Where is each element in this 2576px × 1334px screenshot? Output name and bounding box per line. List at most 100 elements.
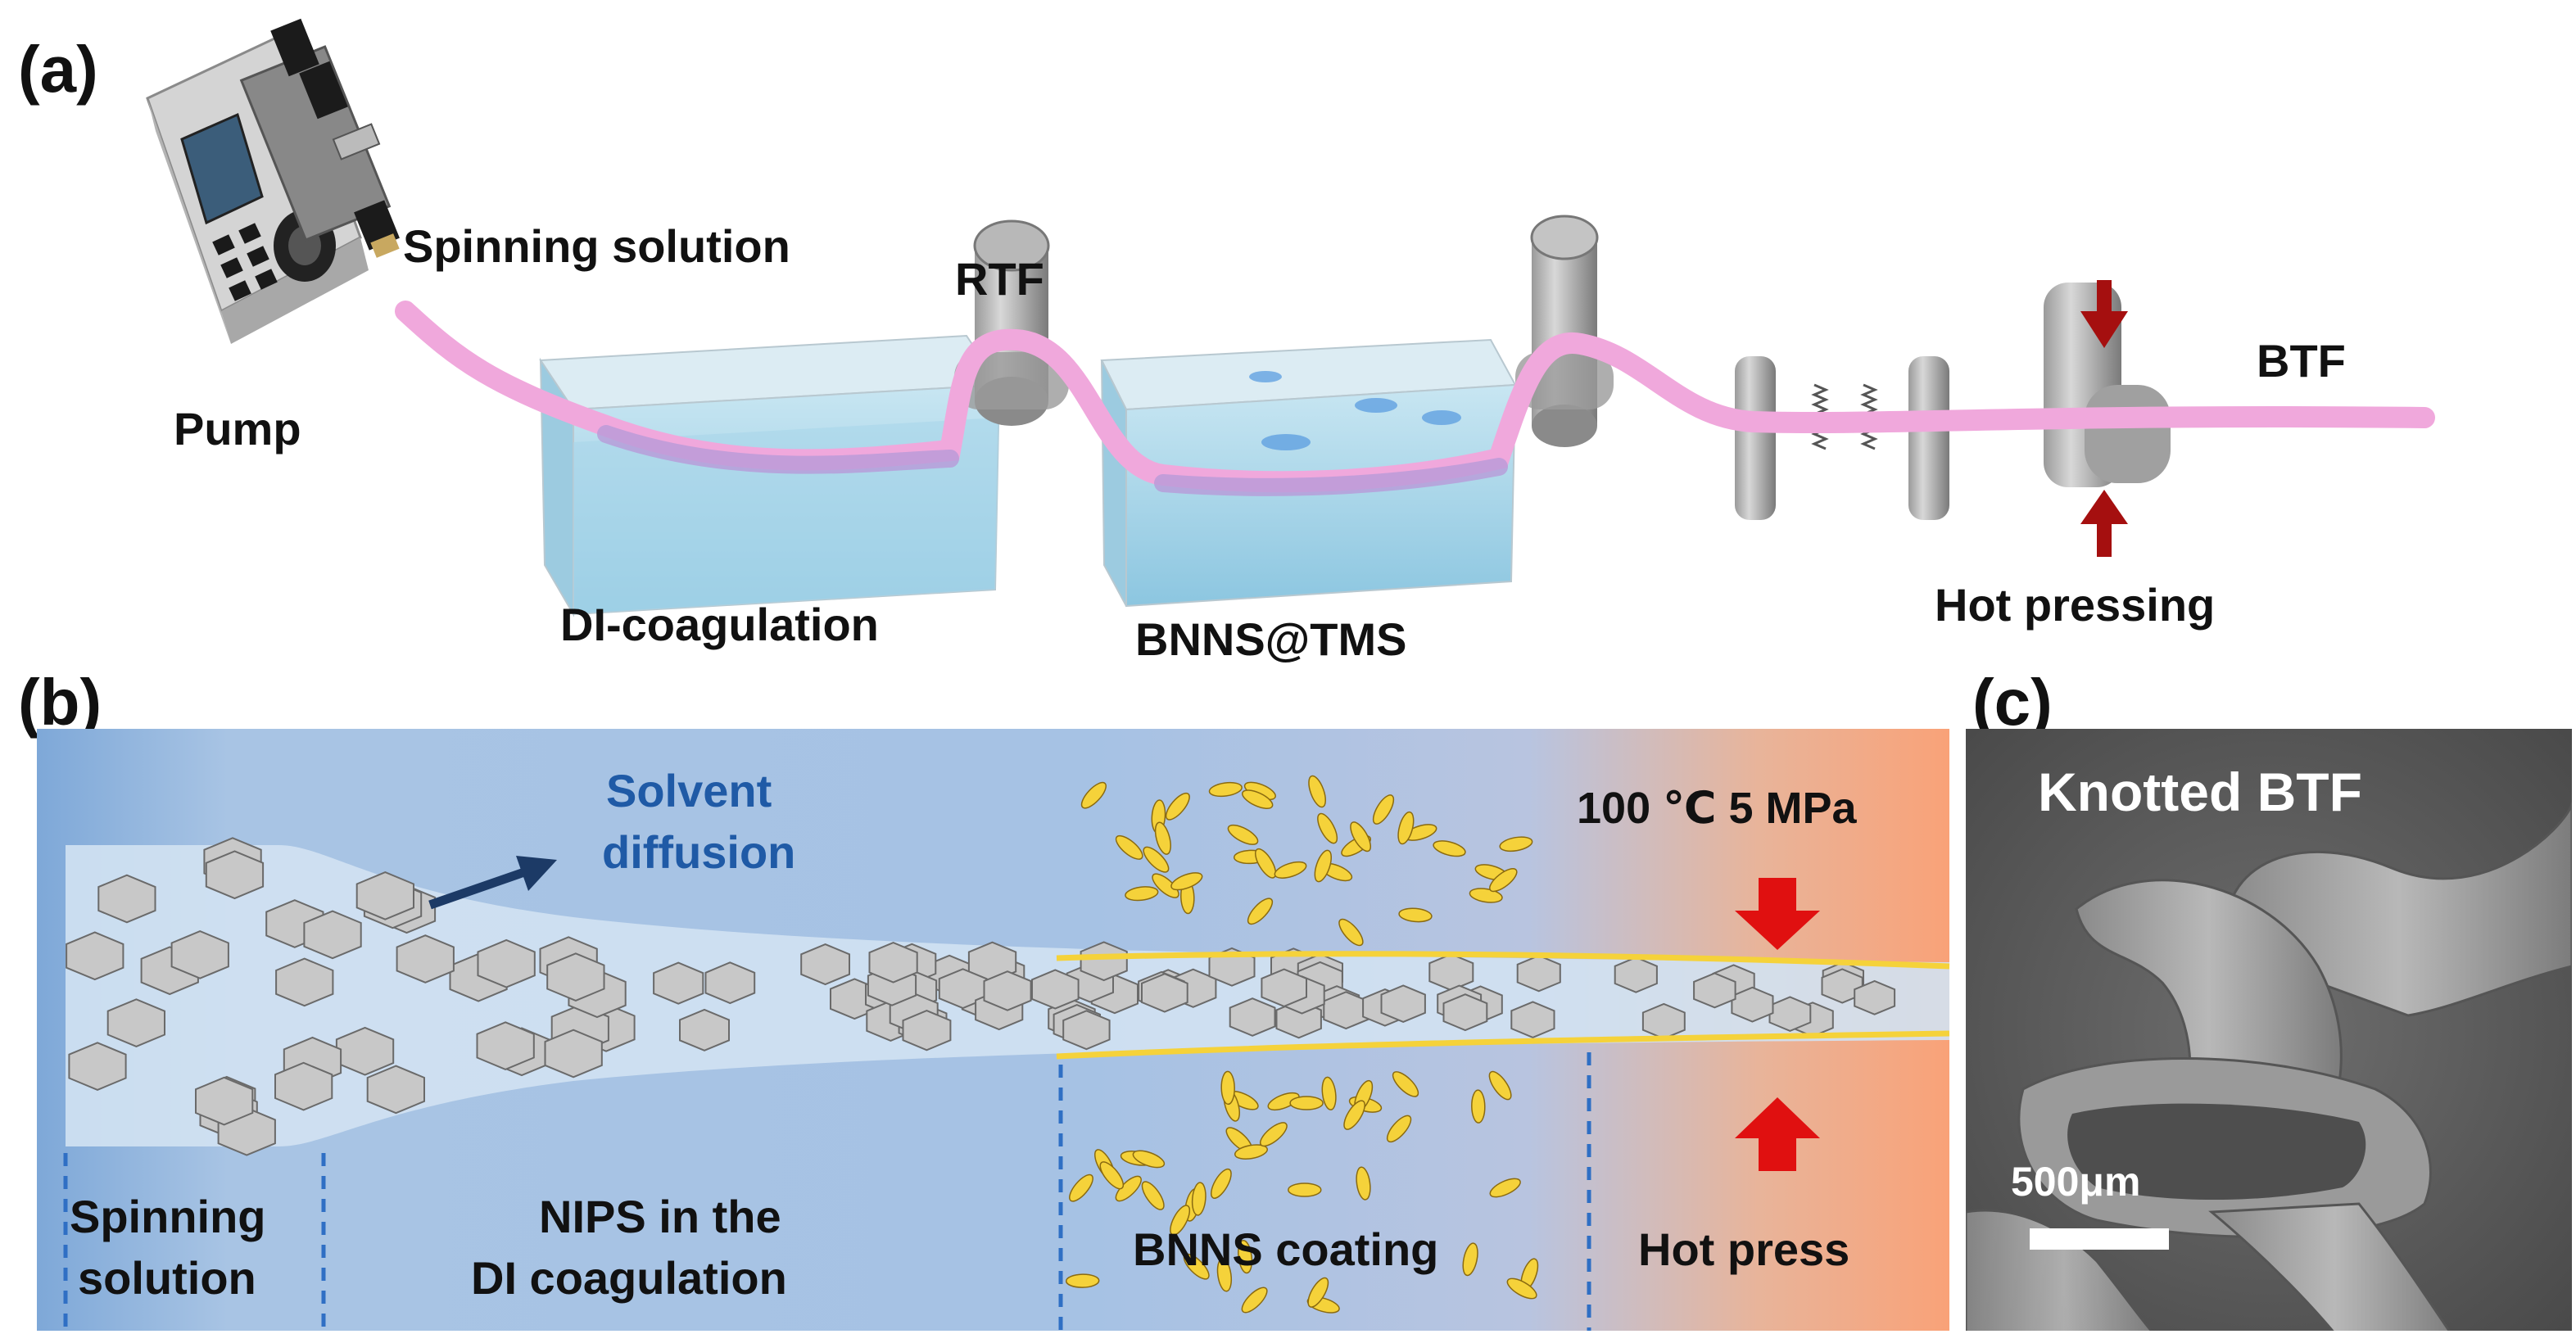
post-roller-right-icon	[1908, 356, 1949, 520]
bnns-particle	[1210, 1168, 1232, 1199]
bn-flake	[366, 1065, 425, 1115]
bnns-particle	[1132, 1150, 1166, 1169]
solvent-diffusion-arrow-icon	[428, 856, 557, 910]
rtf-roller-icon	[954, 219, 1069, 426]
pump-label: Pump	[174, 403, 301, 454]
bnns-tms-bath	[1100, 338, 1517, 608]
fiber-in-bath	[597, 425, 959, 474]
hot-press-arrow-down-icon	[2080, 280, 2128, 348]
post-roller-left-icon	[1735, 356, 1776, 520]
bn-flake	[1854, 979, 1896, 1015]
bnns-particle	[1143, 846, 1170, 873]
bnns-particle	[1489, 1178, 1521, 1198]
bnns-particle	[1099, 1161, 1125, 1190]
bnns-particle	[1141, 1181, 1165, 1210]
bn-flake	[205, 850, 265, 900]
bnns-particle	[1154, 821, 1171, 855]
bn-flake	[477, 938, 536, 988]
bnns-particle	[1254, 848, 1277, 879]
panel-a: (a)	[18, 18, 2435, 665]
sem-image	[1966, 729, 2572, 1331]
bn-flake	[704, 961, 756, 1005]
bn-flake	[868, 942, 918, 984]
solvent-label-line2: diffusion	[602, 826, 795, 878]
scale-bar-label: 500μm	[2011, 1159, 2140, 1205]
bn-flake	[195, 1076, 254, 1126]
bn-flake	[1510, 1001, 1555, 1038]
bnns-particle	[1115, 1175, 1142, 1202]
panel-a-label: (a)	[18, 33, 98, 106]
bnns-particle	[1462, 1242, 1478, 1277]
bn-flake	[1516, 954, 1561, 993]
bnns-particles-bottom	[1065, 1070, 1539, 1314]
bnns-particle	[1386, 1115, 1412, 1143]
bn-flake	[1641, 1002, 1686, 1040]
bnns-particle	[1065, 1273, 1100, 1288]
bnns-particle	[1241, 1287, 1268, 1314]
bnns-particle	[1259, 1122, 1288, 1147]
bn-flake	[68, 1042, 127, 1091]
bn-flake	[1693, 972, 1736, 1009]
bnns-particle	[1489, 868, 1518, 893]
bnns-particle	[1338, 918, 1364, 947]
stage-spinning-line1: Spinning	[70, 1191, 266, 1242]
bn-flake	[355, 871, 414, 920]
bnns-particle	[1208, 781, 1243, 798]
bnns-particle	[1242, 789, 1274, 809]
bn-flake	[170, 930, 229, 979]
bnns-particle	[1267, 1092, 1300, 1111]
press-arrow-down-icon	[1735, 878, 1820, 950]
bnns-particles-top	[1080, 775, 1533, 947]
bnns-coating-top	[1056, 951, 1950, 970]
panel-b: (b)	[18, 666, 1950, 1331]
stage-spinning-line2: solution	[78, 1252, 256, 1304]
panel-b-label: (b)	[18, 666, 102, 739]
bn-flake	[303, 910, 362, 960]
bnns-particle	[1506, 1277, 1537, 1300]
bn-flake	[1141, 973, 1188, 1013]
bn-flake	[983, 970, 1032, 1011]
rtf-label: RTF	[955, 253, 1044, 305]
scale-bar	[2030, 1228, 2169, 1250]
fiber-in-bnns-bath	[1154, 458, 1508, 496]
bn-flake	[1261, 968, 1307, 1007]
bnns-particle	[1343, 1100, 1365, 1130]
bnns-particle	[1170, 872, 1203, 891]
bnns-particle	[1469, 888, 1503, 903]
bn-flake	[1614, 956, 1658, 993]
bnns-particle	[1274, 861, 1307, 879]
bnns-particle	[1350, 821, 1372, 852]
bnns-particle	[1289, 1096, 1324, 1110]
sem-title: Knotted BTF	[2038, 762, 2362, 822]
bnns-particle	[1317, 812, 1338, 844]
bnns-particle	[1488, 1070, 1512, 1101]
btf-label: BTF	[2257, 335, 2346, 387]
press-arrow-up-icon	[1735, 1097, 1820, 1171]
stage-nips-line2: DI coagulation	[471, 1252, 787, 1304]
bnns-particle	[1216, 1258, 1233, 1292]
bnns-particle	[1227, 824, 1259, 845]
bn-flake	[544, 1029, 603, 1079]
bnns-particle	[1170, 1205, 1191, 1236]
bn-flake	[476, 1021, 535, 1070]
bn-flakes	[66, 837, 1896, 1156]
bnns-particle	[1397, 811, 1415, 845]
bnns-particle	[1247, 898, 1274, 925]
bn-flake	[1208, 947, 1256, 987]
bn-flake	[97, 874, 156, 924]
bnns-particle	[1433, 840, 1466, 857]
bn-flake	[679, 1008, 730, 1051]
bnns-particle	[1307, 1277, 1329, 1308]
bn-flake	[1380, 984, 1426, 1023]
bn-flake	[938, 968, 988, 1010]
solvent-label-line1: Solvent	[606, 765, 772, 816]
bn-flake	[800, 943, 850, 986]
bnns-coating-bottom	[1056, 1030, 1950, 1060]
bn-flake	[1031, 969, 1080, 1010]
bn-flake	[1768, 996, 1812, 1032]
pump-icon	[146, 18, 400, 344]
bn-flake	[1062, 1010, 1111, 1051]
bn-flake	[335, 1026, 395, 1076]
bn-flake	[1080, 941, 1128, 982]
bn-flake	[1229, 997, 1276, 1037]
